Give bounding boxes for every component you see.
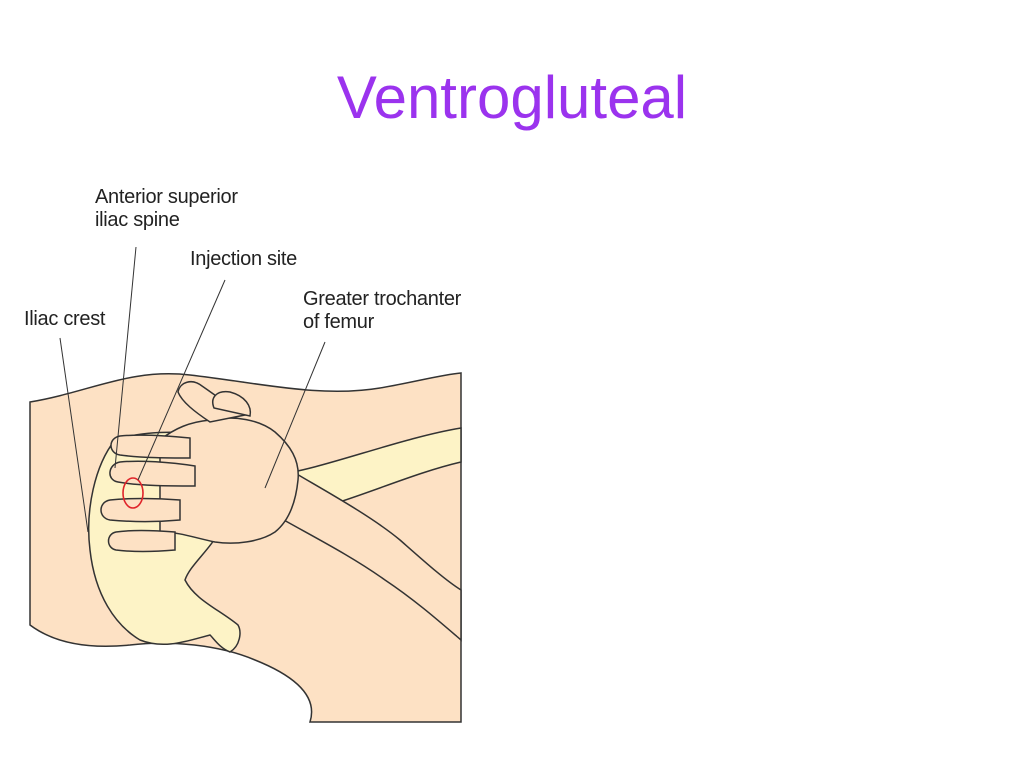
leader-anterior-superior — [114, 246, 137, 469]
label-greater-trochanter: Greater trochanter of femur — [303, 288, 461, 334]
forearm — [274, 468, 462, 642]
anatomy-illustration — [29, 246, 462, 723]
leader-greater-trochanter — [264, 341, 326, 489]
label-iliac-crest: Iliac crest — [24, 308, 106, 330]
leader-injection-site — [137, 279, 226, 481]
slide-title: Ventrogluteal — [336, 64, 688, 131]
label-anterior-superior-iliac-spine: Anterior superior iliac spine — [95, 186, 238, 232]
label-greater-trochanter-line2: of femur — [303, 311, 374, 333]
leader-iliac-crest — [59, 337, 89, 533]
finger-ring — [107, 529, 176, 553]
label-anterior-superior-line1: Anterior superior — [95, 186, 238, 208]
label-injection-site: Injection site — [190, 248, 297, 270]
label-greater-trochanter-line1: Greater trochanter — [303, 288, 462, 310]
finger-top — [110, 434, 191, 459]
injection-site-marker — [122, 477, 144, 509]
thumb-tip — [212, 390, 252, 417]
label-anterior-superior-line2: iliac spine — [95, 209, 180, 231]
ventrogluteal-diagram: Anterior superior iliac spine Injection … — [20, 170, 465, 730]
finger-index — [109, 460, 196, 487]
